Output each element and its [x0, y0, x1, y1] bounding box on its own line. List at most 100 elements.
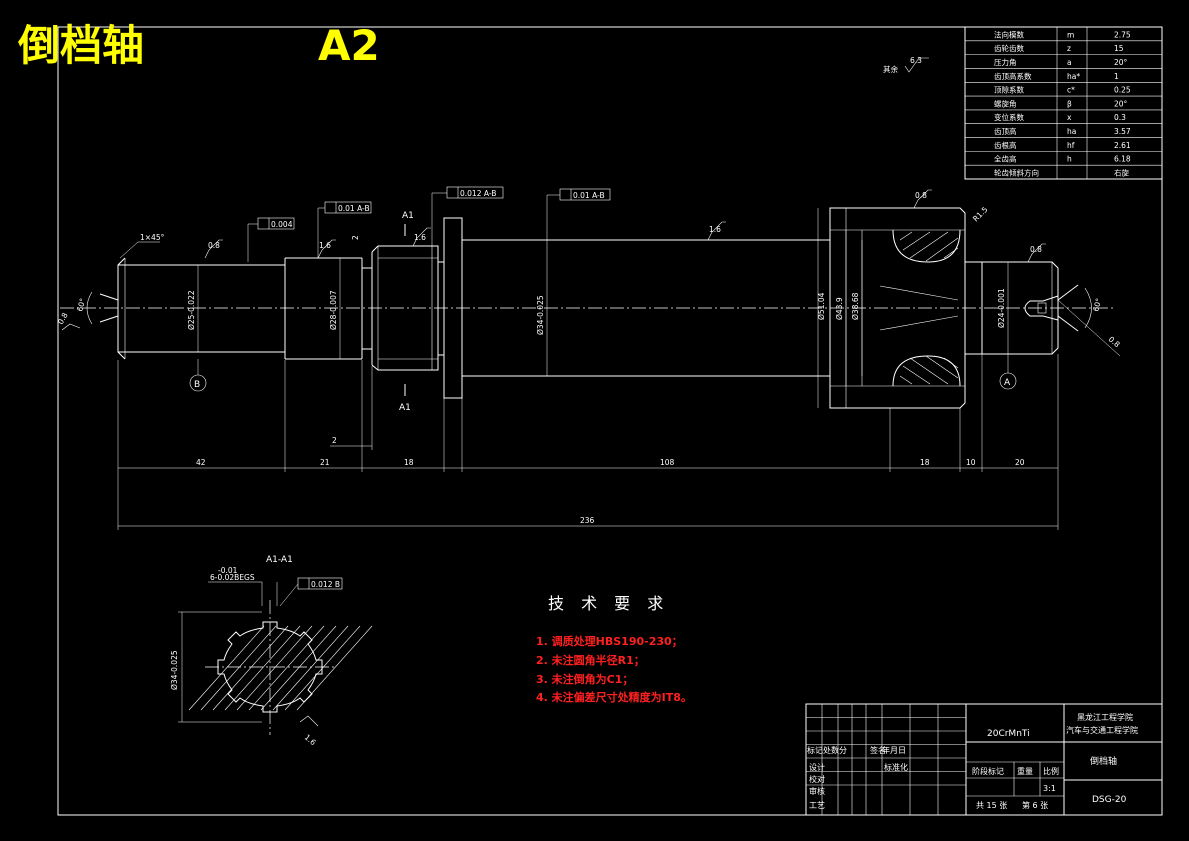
svg-text:审核: 审核 [809, 786, 825, 796]
svg-text:21: 21 [320, 458, 330, 467]
svg-text:0.8: 0.8 [1030, 245, 1042, 254]
svg-text:1×45°: 1×45° [140, 233, 165, 242]
surface-value: 6.3 [910, 56, 922, 65]
tb-dept: 汽车与交通工程学院 [1066, 725, 1138, 735]
svg-text:1.6: 1.6 [414, 233, 426, 242]
requirement-2: 2. 未注圆角半径R1； [536, 653, 645, 667]
param-symbol: ha [1067, 127, 1076, 136]
roughness-symbol [904, 57, 929, 73]
svg-text:Ø34-0.025: Ø34-0.025 [170, 650, 179, 690]
tb-code: DSG-20 [1092, 795, 1127, 805]
param-value: 0.25 [1114, 86, 1131, 95]
param-name: 变位系数 [994, 112, 1024, 122]
svg-text:18: 18 [404, 458, 414, 467]
section-markers: A1 A1 [399, 211, 414, 413]
svg-text:年月日: 年月日 [882, 745, 906, 755]
param-name: 全齿高 [994, 154, 1017, 164]
svg-text:108: 108 [660, 458, 675, 467]
svg-text:工艺: 工艺 [809, 801, 825, 810]
svg-text:2: 2 [332, 436, 337, 445]
center-hole-left: 60° 0.8 [56, 291, 119, 331]
svg-text:B: B [194, 380, 200, 390]
svg-text:10: 10 [966, 458, 976, 467]
param-name: 法向模数 [994, 29, 1024, 39]
svg-text:第 6 张: 第 6 张 [1022, 800, 1048, 810]
title-block: 20CrMnTi 黑龙江工程学院 汽车与交通工程学院 倒档轴 DSG-20 阶段… [805, 703, 1163, 816]
drawing-frame [57, 26, 1163, 816]
param-symbol: β [1067, 99, 1072, 108]
svg-text:共 15 张: 共 15 张 [976, 801, 1007, 810]
param-symbol: hf [1067, 141, 1075, 150]
technical-requirements: 技 术 要 求 1. 调质处理HBS190-230； 2. 未注圆角半径R1； … [536, 594, 692, 704]
svg-text:0.012 A-B: 0.012 A-B [460, 189, 496, 198]
svg-text:236: 236 [580, 516, 595, 525]
roughness-callouts: 0.8 1.6 1.6 1.6 0.8 0.8 [204, 189, 1046, 263]
drawing-title: 倒档轴 [17, 21, 144, 70]
param-symbol: ha* [1067, 72, 1080, 81]
requirement-4: 4. 未注偏差尺寸处精度为IT8。 [536, 690, 692, 704]
svg-text:Ø43.9: Ø43.9 [835, 297, 844, 320]
svg-text:A1: A1 [399, 403, 411, 413]
param-value: 20° [1114, 99, 1128, 108]
svg-text:标准化: 标准化 [884, 762, 908, 772]
param-name: 轮齿倾斜方向 [994, 168, 1039, 178]
param-name: 齿顶高系数 [994, 71, 1032, 81]
svg-text:1.6: 1.6 [319, 241, 331, 250]
svg-text:标记处数分: 标记处数分 [807, 745, 847, 755]
svg-text:0.01 A-B: 0.01 A-B [338, 204, 370, 213]
param-name: 压力角 [994, 57, 1017, 67]
param-name: 齿轮齿数 [994, 43, 1024, 53]
svg-text:20: 20 [1015, 458, 1025, 467]
param-symbol: c* [1067, 86, 1075, 95]
svg-text:6-0.02BEGS: 6-0.02BEGS [210, 573, 255, 582]
svg-text:0.01 A-B: 0.01 A-B [573, 191, 605, 200]
param-value: 20° [1114, 58, 1128, 67]
svg-text:2: 2 [351, 235, 360, 240]
svg-text:0.012 B: 0.012 B [311, 580, 340, 589]
param-value: 15 [1114, 44, 1124, 53]
tolerance-frames: 0.004 0.01 A-B 0.012 A-B 0.01 A-B [247, 186, 611, 262]
svg-text:0.8: 0.8 [1107, 335, 1122, 350]
svg-text:比例: 比例 [1043, 766, 1059, 776]
shaft-main-view [60, 207, 1115, 409]
param-symbol: m [1067, 30, 1074, 39]
param-symbol: h [1067, 155, 1072, 164]
svg-text:0.8: 0.8 [915, 191, 927, 200]
svg-text:42: 42 [196, 458, 206, 467]
tech-title: 技 术 要 求 [548, 594, 669, 613]
param-name: 螺旋角 [994, 98, 1017, 108]
diameter-dimensions: Ø25-0.022 Ø28-0.007 Ø34-0.025 Ø51.04 Ø43… [187, 205, 1009, 408]
center-hole-right: 60° 0.8 [1057, 284, 1122, 357]
svg-text:Ø34-0.025: Ø34-0.025 [536, 295, 545, 335]
svg-text:Ø25-0.022: Ø25-0.022 [187, 290, 196, 330]
param-value: 6.18 [1114, 155, 1131, 164]
svg-text:阶段标记: 阶段标记 [972, 766, 1004, 776]
param-value: 2.61 [1114, 141, 1131, 150]
requirement-3: 3. 未注倒角为C1； [536, 672, 633, 686]
datum-markers: B A [189, 354, 1017, 392]
tb-part: 倒档轴 [1090, 755, 1117, 767]
param-value: 1 [1114, 72, 1119, 81]
svg-text:1.6: 1.6 [709, 225, 721, 234]
svg-text:1.6: 1.6 [303, 733, 318, 748]
param-name: 齿顶高 [994, 126, 1017, 136]
svg-text:Ø28-0.007: Ø28-0.007 [329, 290, 338, 330]
svg-text:-0.01: -0.01 [218, 566, 238, 575]
gear-hatching [899, 231, 959, 385]
requirement-1: 1. 调质处理HBS190-230； [536, 634, 683, 648]
param-value: 0.3 [1114, 113, 1126, 122]
param-symbol: z [1067, 44, 1071, 53]
svg-text:重量: 重量 [1017, 766, 1033, 776]
param-name: 顶隙系数 [994, 85, 1024, 95]
length-dimensions: 42 21 18 108 18 10 20 236 2 [117, 354, 1059, 530]
svg-text:A1: A1 [402, 211, 414, 221]
chamfer-note: 1×45° [119, 233, 165, 259]
svg-text:设计: 设计 [809, 762, 825, 772]
svg-text:18: 18 [920, 458, 930, 467]
svg-text:R1.5: R1.5 [971, 205, 990, 224]
svg-text:Ø51.04: Ø51.04 [817, 292, 826, 320]
param-symbol: a [1067, 58, 1072, 67]
sheet-size: A2 [318, 21, 380, 70]
